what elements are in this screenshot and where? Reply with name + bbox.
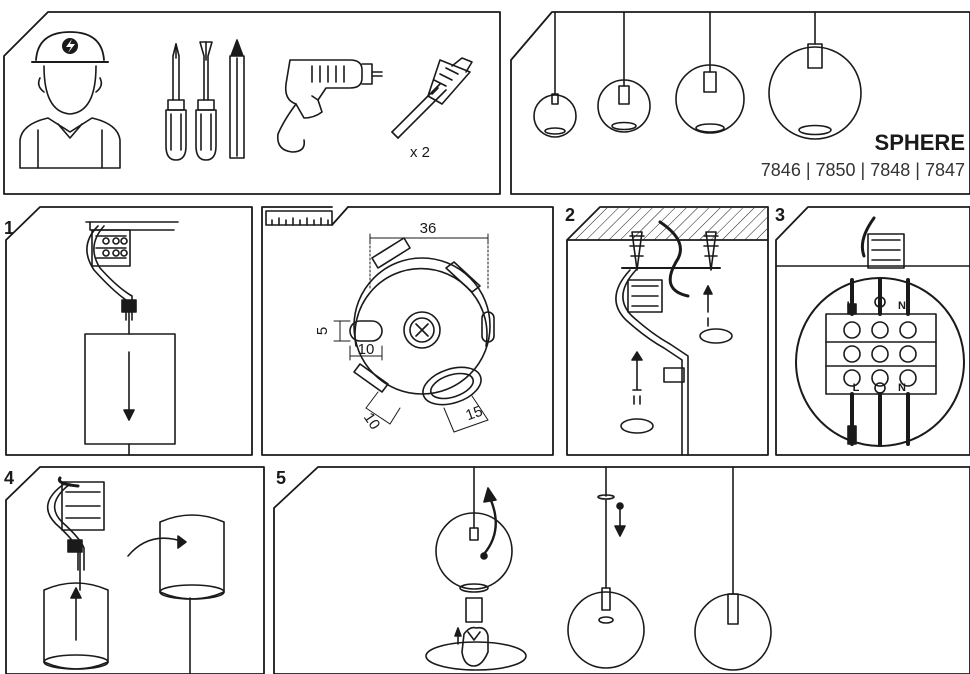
product-codes: 7846 | 7850 | 7848 | 7847 <box>761 160 965 180</box>
drill-icon <box>276 59 383 153</box>
screw-up-arrows <box>620 285 733 434</box>
product-panel: SPHERE 7846 | 7850 | 7848 | 7847 <box>510 11 970 195</box>
canopy-cup-left <box>43 551 109 670</box>
wall-anchors <box>621 231 721 271</box>
tools-panel: x 2 <box>3 11 501 195</box>
dim-slot-width-label: 10 <box>358 341 375 358</box>
dim-width-label: 36 <box>420 220 437 237</box>
ruler-icon <box>265 210 333 226</box>
lamp-lowering-globe <box>567 466 645 669</box>
canopy-cup-right <box>127 514 225 674</box>
lamp-unscrew-globe <box>425 466 527 671</box>
terminal-neutral-bottom: N <box>898 382 906 394</box>
step-5-number: 5 <box>276 468 286 488</box>
step-2-panel: 2 <box>565 205 769 456</box>
product-name: SPHERE <box>875 130 965 155</box>
terminal-zoom-circle <box>795 277 965 447</box>
lamp-sphere-xlarge <box>768 11 862 140</box>
dim-oval-slot-label: 15 <box>463 403 484 425</box>
ceiling-bracket <box>85 221 179 335</box>
screwdriver-phillips-icon <box>165 43 187 161</box>
terminal-small <box>860 216 905 269</box>
step-4-number: 4 <box>4 468 14 488</box>
step-3-panel: 3 L N L N <box>775 205 970 456</box>
anchor-quantity: x 2 <box>410 144 430 161</box>
step-1-panel: 1 <box>4 206 253 456</box>
canopy-cover <box>84 333 176 456</box>
wall-anchor-screw-icon <box>391 57 473 139</box>
bracket-assembly <box>46 476 105 571</box>
lamp-sphere-large <box>675 11 745 134</box>
dimension-lines <box>333 233 489 433</box>
screwdriver-flat-icon <box>195 41 217 161</box>
mounting-plate-panel: 36 5 10 15 10 <box>261 206 554 456</box>
step-5-panel: 5 <box>273 466 970 674</box>
lamp-sphere-small <box>533 11 577 138</box>
mounting-plate <box>349 237 495 406</box>
ceiling-hatch <box>568 208 767 240</box>
dim-offset-label: 10 <box>360 410 383 433</box>
dim-slot-height-label: 5 <box>314 327 331 335</box>
step-3-number: 3 <box>775 205 785 225</box>
terminal-neutral-top: N <box>898 300 906 312</box>
step-1-number: 1 <box>4 218 14 238</box>
terminal-live-top: L <box>847 300 854 312</box>
electrician-icon <box>19 31 121 169</box>
lamp-installed-globe <box>694 466 772 671</box>
bracket-with-terminal <box>615 269 689 456</box>
lamp-sphere-medium <box>597 11 651 133</box>
step-2-number: 2 <box>565 205 575 225</box>
terminal-live-bottom: L <box>853 382 860 394</box>
step-4-panel: 4 <box>4 466 265 674</box>
pencil-icon <box>229 39 245 159</box>
